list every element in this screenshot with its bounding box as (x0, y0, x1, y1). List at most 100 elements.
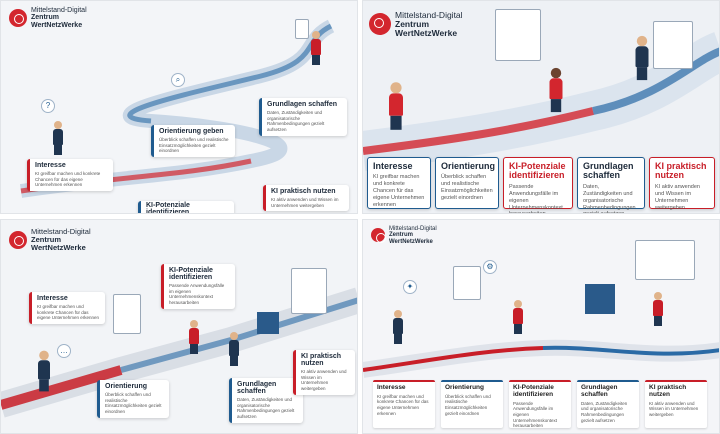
stage-card-interesse: Interesse KI greifbar machen und konkret… (29, 292, 105, 324)
screen-board (291, 268, 327, 314)
stage-card-ki-nutzen: KI praktisch nutzen KI aktiv anwenden un… (649, 157, 715, 211)
stage-card-orientierung: Orientierung Überblick schaffen und real… (435, 157, 499, 209)
stage-card-orientierung: Orientierung Überblick schaffen und real… (441, 380, 503, 428)
logo-line-3: WertNetzWerke (395, 27, 458, 38)
stage-title: Grundlagen schaffen (581, 384, 618, 398)
path-ribbon (1, 287, 357, 418)
lightbulb-icon: ✦ (403, 280, 417, 294)
stage-title: Grundlagen schaffen (267, 101, 338, 108)
person-figure (189, 320, 199, 354)
stage-title: KI-Potenziale identifizieren (509, 161, 566, 181)
logo-line-2: Zentrum (389, 232, 413, 239)
stage-title: Orientierung (441, 161, 496, 171)
stage-card-interesse: Interesse KI greifbar machen und konkret… (373, 380, 435, 428)
screen-board (453, 266, 481, 300)
logo: Mittelstand-Digital Zentrum WertNetzWerk… (371, 226, 437, 245)
stage-title: Grundlagen schaffen (237, 381, 277, 395)
stage-text: KI greifbar machen und konkrete Chancen … (37, 304, 100, 321)
panel-variant-1: Mittelstand-Digital Zentrum WertNetzWerk… (0, 0, 358, 214)
stage-title: Grundlagen schaffen (583, 161, 634, 181)
stage-card-interesse: Interesse KI greifbar machen und konkret… (367, 157, 431, 209)
logo-mark-icon (9, 9, 27, 28)
stage-text: Daten, Zuständigkeiten und organisatoris… (237, 397, 295, 419)
stage-card-orientierung: Orientierung geben Überblick schaffen un… (151, 125, 235, 157)
stage-title: Orientierung (445, 384, 485, 391)
stage-card-ki-potenziale: KI-Potenziale identifizieren Passende An… (509, 380, 571, 428)
logo: Mittelstand-Digital Zentrum WertNetzWerk… (9, 228, 91, 252)
panel-variant-4: Mittelstand-Digital Zentrum WertNetzWerk… (362, 219, 720, 434)
logo: Mittelstand-Digital Zentrum WertNetzWerk… (9, 7, 87, 29)
logo-line-3: WertNetzWerke (389, 238, 433, 245)
stage-card-grundlagen: Grundlagen schaffen Daten, Zuständigkeit… (577, 157, 645, 213)
stage-title: Interesse (373, 161, 413, 171)
logo-line-1: Mittelstand-Digital (31, 227, 91, 236)
logo-line-1: Mittelstand-Digital (395, 10, 463, 20)
stage-card-ki-nutzen: KI praktisch nutzen KI aktiv anwenden un… (293, 350, 355, 395)
stage-text: KI aktiv anwenden und Wissen im Unterneh… (301, 369, 347, 391)
logo-line-2: Zentrum (31, 14, 59, 22)
stage-title: Interesse (37, 295, 68, 302)
logo-line-3: WertNetzWerke (31, 21, 83, 29)
stage-cards-row: Interesse KI greifbar machen und konkret… (367, 157, 715, 213)
logo-mark-icon (369, 13, 391, 36)
house-block (257, 312, 279, 334)
stage-title: KI-Potenziale identifizieren (146, 202, 190, 214)
stage-card-ki-potenziale: KI-Potenziale identifizieren Passende An… (503, 157, 573, 213)
person-figure (53, 121, 63, 155)
stage-card-interesse: Interesse KI greifbar machen und konkret… (27, 159, 113, 191)
person-figure (38, 350, 50, 392)
stage-text: KI aktiv anwenden und Wissen im Unterneh… (649, 400, 699, 417)
logo: Mittelstand-Digital Zentrum WertNetzWerk… (369, 11, 463, 38)
stage-text: Passende Anwendungsfälle im eigenen Unte… (169, 283, 225, 305)
logo-text: Mittelstand-Digital Zentrum WertNetzWerk… (395, 11, 463, 38)
screen-board (295, 19, 309, 39)
stage-text: KI greifbar machen und konkrete Chancen … (35, 171, 101, 188)
stage-text: Überblick schaffen und realistische Eins… (441, 174, 493, 202)
stage-card-ki-potenziale: KI-Potenziale identifizieren Passende An… (161, 264, 235, 309)
screen-board (113, 294, 141, 334)
person-figure (653, 292, 663, 326)
stage-text: Überblick schaffen und realistische Eins… (159, 137, 229, 154)
stage-card-ki-nutzen: KI praktisch nutzen KI aktiv anwenden un… (263, 185, 349, 212)
house-block (585, 284, 615, 314)
stage-text: Daten, Zuständigkeiten und organisatoris… (267, 110, 325, 132)
stage-text: KI greifbar machen und konkrete Chancen … (377, 393, 429, 416)
panel-variant-2: Mittelstand-Digital Zentrum WertNetzWerk… (362, 0, 720, 214)
stage-title: Interesse (377, 384, 406, 391)
stage-text: KI greifbar machen und konkrete Chancen … (373, 174, 425, 208)
stage-text: Daten, Zuständigkeiten und organisatoris… (581, 400, 628, 423)
stage-title: Orientierung geben (159, 128, 224, 135)
logo-line-1: Mittelstand-Digital (31, 7, 87, 14)
stage-text: Passende Anwendungsfälle im eigenen Unte… (509, 183, 563, 213)
logo-text: Mittelstand-Digital Zentrum WertNetzWerk… (389, 226, 437, 245)
gear-icon: ⚙ (483, 260, 497, 274)
stage-card-grundlagen: Grundlagen schaffen Daten, Zuständigkeit… (577, 380, 639, 428)
stage-title: Orientierung (105, 383, 148, 390)
stage-text: Überblick schaffen und realistische Eins… (105, 392, 162, 414)
person-figure (393, 310, 403, 344)
stage-card-grundlagen: Grundlagen schaffen Daten, Zuständigkeit… (259, 98, 347, 136)
screen-board (653, 21, 693, 69)
person-figure (311, 31, 321, 65)
person-figure (229, 332, 239, 366)
screen-board (635, 240, 695, 280)
logo-line-3: WertNetzWerke (31, 242, 86, 252)
idea-icon: ? (41, 99, 55, 113)
screen-board (495, 9, 541, 61)
logo-text: Mittelstand-Digital Zentrum WertNetzWerk… (31, 228, 91, 252)
stage-text: Passende Anwendungsfälle im eigenen Unte… (513, 400, 558, 429)
stage-title: Interesse (35, 162, 66, 169)
panel-variant-3: Mittelstand-Digital Zentrum WertNetzWerk… (0, 219, 358, 434)
stage-title: KI praktisch nutzen (301, 353, 342, 367)
stage-text: Daten, Zuständigkeiten und organisatoris… (583, 183, 636, 213)
logo-text: Mittelstand-Digital Zentrum WertNetzWerk… (31, 7, 87, 29)
stage-card-grundlagen: Grundlagen schaffen Daten, Zuständigkeit… (229, 378, 303, 423)
search-icon: ⌕ (171, 73, 185, 87)
stage-title: KI-Potenziale identifizieren (169, 267, 213, 281)
logo-mark-icon (371, 228, 386, 244)
stage-card-orientierung: Orientierung Überblick schaffen und real… (97, 380, 169, 418)
person-figure (389, 82, 403, 130)
path-ribbon (363, 339, 719, 378)
stage-title: KI-Potenziale identifizieren (513, 384, 554, 398)
stage-card-ki-nutzen: KI praktisch nutzen KI aktiv anwenden un… (645, 380, 707, 428)
